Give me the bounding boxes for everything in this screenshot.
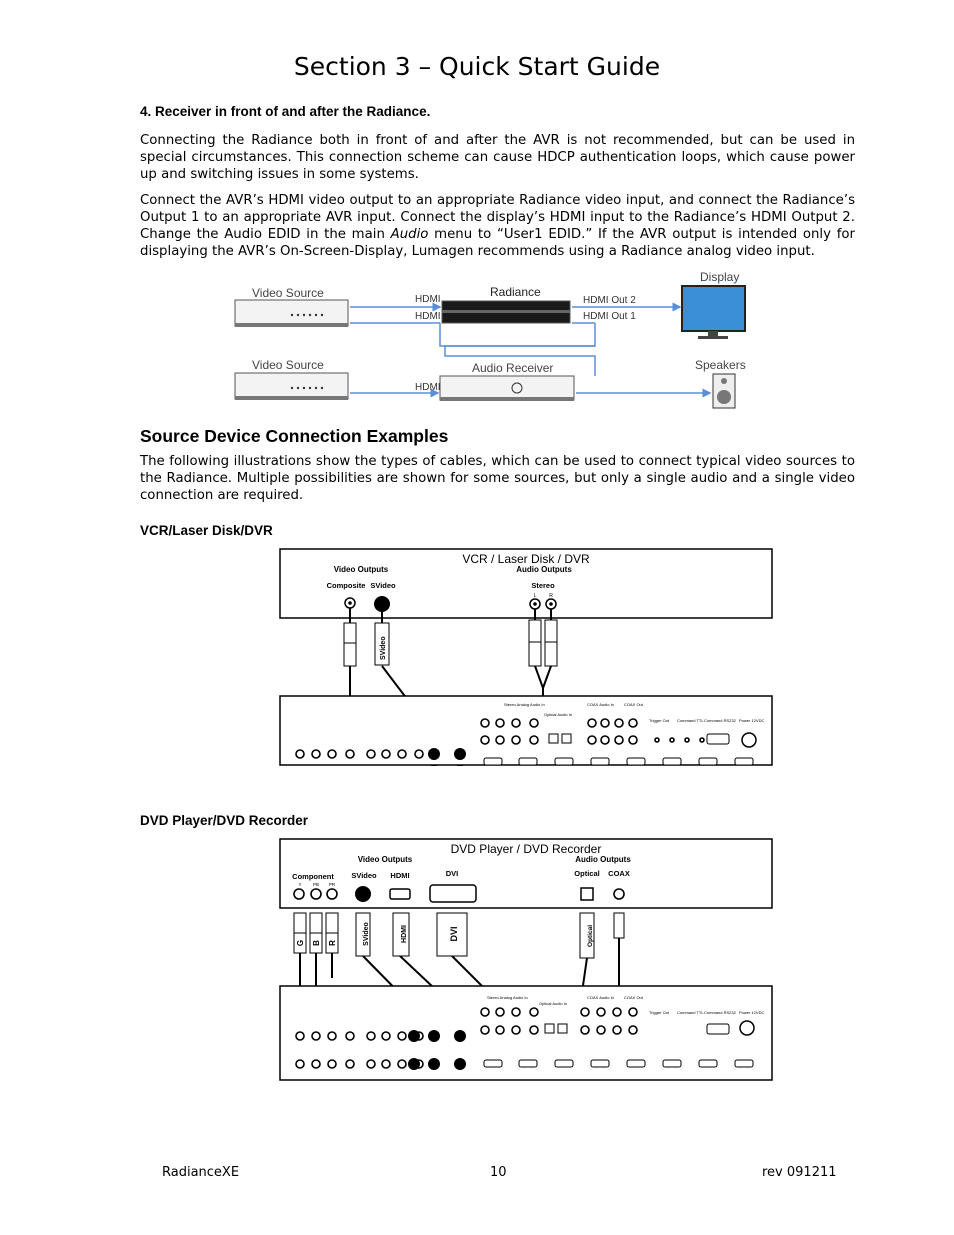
vcr-r-label: R <box>549 593 553 599</box>
dvd-optical-port-icon <box>580 887 594 901</box>
dvd-cable-dvi-label: DVI <box>449 926 459 941</box>
svideo-jack-icon <box>374 596 390 612</box>
section4-para1-text: Connecting the Radiance both in front of… <box>140 133 855 182</box>
hdmi-out-1-label: HDMI Out 1 <box>583 311 636 322</box>
vcr-device-box: VCR / Laser Disk / DVR Video Outputs Aud… <box>279 548 773 619</box>
dvd-audio-outputs: Audio Outputs <box>575 855 631 864</box>
vcr-panel-optical-label: Optical Audio In <box>544 712 572 717</box>
dvd-y-label: Y <box>298 882 301 887</box>
speakers-label: Speakers <box>695 358 746 372</box>
section4-para2-a: Connect the AVR’s HDMI video output to a… <box>140 193 855 242</box>
dvd-hdmi-label: HDMI <box>390 871 409 880</box>
page-title: Section 3 – Quick Start Guide <box>293 52 661 81</box>
section4-para2-b: menu to “User1 EDID.” If the AVR output … <box>140 227 856 259</box>
dvd-device-box: DVD Player / DVD Recorder Video Outputs … <box>279 838 773 909</box>
vcr-cable-svideo-label: SVideo <box>380 636 387 660</box>
dvd-diagram: DVD Player / DVD Recorder Video Outputs … <box>279 838 773 1081</box>
hdmi-label-1: HDMI <box>415 294 441 305</box>
dvd-optical-label: Optical <box>574 869 599 878</box>
dvd-panel-power-label: Power 12VDC <box>739 1010 764 1015</box>
video-source-1-label: Video Source <box>252 286 324 300</box>
display-label: Display <box>700 270 739 284</box>
section4-para2: Connect the AVR’s HDMI video output to a… <box>140 192 855 260</box>
vcr-radiance-back-panel: Stereo Analog Audio In COAX Audio In COA… <box>279 695 773 766</box>
vcr-box-title: VCR / Laser Disk / DVR <box>462 552 590 566</box>
dvd-cable-hdmi-label: HDMI <box>401 925 408 943</box>
hdmi-label-2: HDMI <box>415 311 441 322</box>
speaker-device <box>712 373 736 409</box>
dvd-coax-label: COAX <box>608 869 630 878</box>
dvd-pb-label: PB <box>313 882 319 887</box>
radiance-device <box>441 300 571 324</box>
dvd-dvi-label: DVI <box>446 869 459 878</box>
source-examples-para-text: The following illustrations show the typ… <box>140 454 855 503</box>
vcr-panel-power-label: Power 12VDC <box>739 718 764 723</box>
vcr-l-label: L <box>534 593 537 599</box>
dvd-cable-svideo-label: SVideo <box>363 922 370 946</box>
section4-heading: 4. Receiver in front of and after the Ra… <box>140 104 431 119</box>
dvd-svideo-jack-icon <box>355 886 371 902</box>
dvd-cable-b-label: B <box>312 940 321 946</box>
vcr-diagram: VCR / Laser Disk / DVR Video Outputs Aud… <box>279 548 773 766</box>
vcr-stereo-label: Stereo <box>531 581 555 590</box>
dvd-heading: DVD Player/DVD Recorder <box>140 813 309 828</box>
vcr-panel-coax-out-label: COAX Out <box>624 702 644 707</box>
video-source-1-device <box>234 299 349 327</box>
dvd-cable-g-label: G <box>296 940 305 946</box>
audio-receiver-label: Audio Receiver <box>472 361 553 375</box>
vcr-composite-label: Composite <box>327 581 366 590</box>
hdmi-out-2-label: HDMI Out 2 <box>583 295 636 306</box>
vcr-panel-trigger-label: Trigger Out <box>649 718 670 723</box>
vcr-panel-rs232-label: Command RS232 <box>704 718 737 723</box>
audio-menu-italic: Audio <box>390 227 429 242</box>
display-device <box>681 285 746 339</box>
dvd-component-label: Component <box>292 872 334 881</box>
vcr-video-outputs: Video Outputs <box>334 565 389 574</box>
vcr-panel-stereo-label: Stereo Analog Audio In <box>504 702 545 707</box>
dvd-cable-r-label: R <box>328 940 337 946</box>
vcr-heading: VCR/Laser Disk/DVR <box>140 523 273 538</box>
vcr-panel-ttl-label: Command TTL <box>677 718 704 723</box>
dvd-pr-label: PR <box>329 882 336 887</box>
footer-page-number: 10 <box>490 1165 507 1180</box>
vcr-svideo-label: SVideo <box>370 581 396 590</box>
hdmi-label-3: HDMI <box>415 382 441 393</box>
audio-receiver-device <box>439 375 575 401</box>
dvd-panel-coax-in-label: COAX Audio In <box>587 995 614 1000</box>
dvd-panel-coax-out-label: COAX Out <box>624 995 644 1000</box>
dvd-box-title: DVD Player / DVD Recorder <box>451 842 602 856</box>
dvd-panel-rs232-label: Command RS232 <box>704 1010 737 1015</box>
dvd-panel-stereo-label: Stereo Analog Audio In <box>487 995 528 1000</box>
vcr-panel-coax-in-label: COAX Audio In <box>587 702 614 707</box>
receiver-connection-diagram: Video Source Video Source Radiance Audio… <box>234 270 746 409</box>
video-source-2-label: Video Source <box>252 358 324 372</box>
dvd-svideo-label: SVideo <box>351 871 377 880</box>
source-examples-heading: Source Device Connection Examples <box>140 426 449 446</box>
dvd-panel-ttl-label: Command TTL <box>677 1010 704 1015</box>
dvd-hdmi-port-icon <box>389 888 411 900</box>
source-examples-para: The following illustrations show the typ… <box>140 453 855 504</box>
footer-revision: rev 091211 <box>762 1165 837 1180</box>
dvd-radiance-back-panel: Stereo Analog Audio In COAX Audio In COA… <box>279 985 773 1081</box>
dvd-panel-trigger-label: Trigger Out <box>649 1010 670 1015</box>
dvd-cable-optical-label: Optical <box>587 925 594 947</box>
svideo-cable-plug <box>374 622 390 666</box>
video-source-2-device <box>234 372 349 400</box>
vcr-audio-outputs: Audio Outputs <box>516 565 572 574</box>
dvd-panel-optical-label: Optical Audio In <box>539 1001 567 1006</box>
footer-product: RadianceXE <box>162 1165 240 1180</box>
dvd-video-outputs: Video Outputs <box>358 855 413 864</box>
dvd-dvi-port-icon <box>429 884 477 903</box>
radiance-label: Radiance <box>490 285 541 299</box>
section4-para1: Connecting the Radiance both in front of… <box>140 132 855 183</box>
